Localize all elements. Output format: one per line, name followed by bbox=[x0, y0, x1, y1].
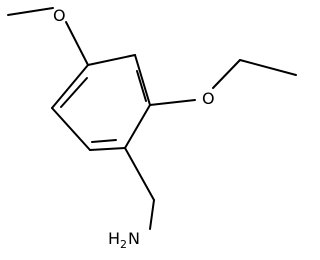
bond-ethyl-terminal bbox=[239, 59, 297, 76]
ethoxy-oxygen-label: O bbox=[202, 89, 215, 108]
bond-methoxy-methyl bbox=[7, 7, 54, 16]
methoxy-oxygen-label: O bbox=[53, 6, 66, 25]
bond-benzylic-to-amine bbox=[149, 199, 155, 230]
ring-inner-bond-right bbox=[136, 70, 147, 102]
ring-bond-lower-right bbox=[124, 104, 151, 149]
bond-benzylic-down bbox=[124, 147, 155, 201]
molecule-diagram: O O H 2 N bbox=[7, 6, 297, 251]
ring-bond-upper-left bbox=[51, 64, 89, 109]
ring-bond-lower-left bbox=[51, 107, 91, 151]
bond-methoxy-oxygen-ring bbox=[65, 21, 89, 66]
amine-n-label: N bbox=[128, 229, 140, 248]
bond-ethyl-to-oxygen bbox=[212, 59, 241, 89]
ring-inner-bond-left bbox=[60, 77, 88, 108]
ring-inner-bond-bottom bbox=[91, 139, 117, 143]
amine-h-label: H bbox=[108, 229, 120, 248]
ring-bond-top bbox=[87, 54, 136, 66]
bond-ethoxy-oxygen-ring bbox=[149, 99, 196, 106]
amine-h-subscript: 2 bbox=[120, 238, 127, 251]
ring-bond-bottom bbox=[89, 147, 126, 151]
ring-bond-upper-right bbox=[134, 54, 151, 106]
